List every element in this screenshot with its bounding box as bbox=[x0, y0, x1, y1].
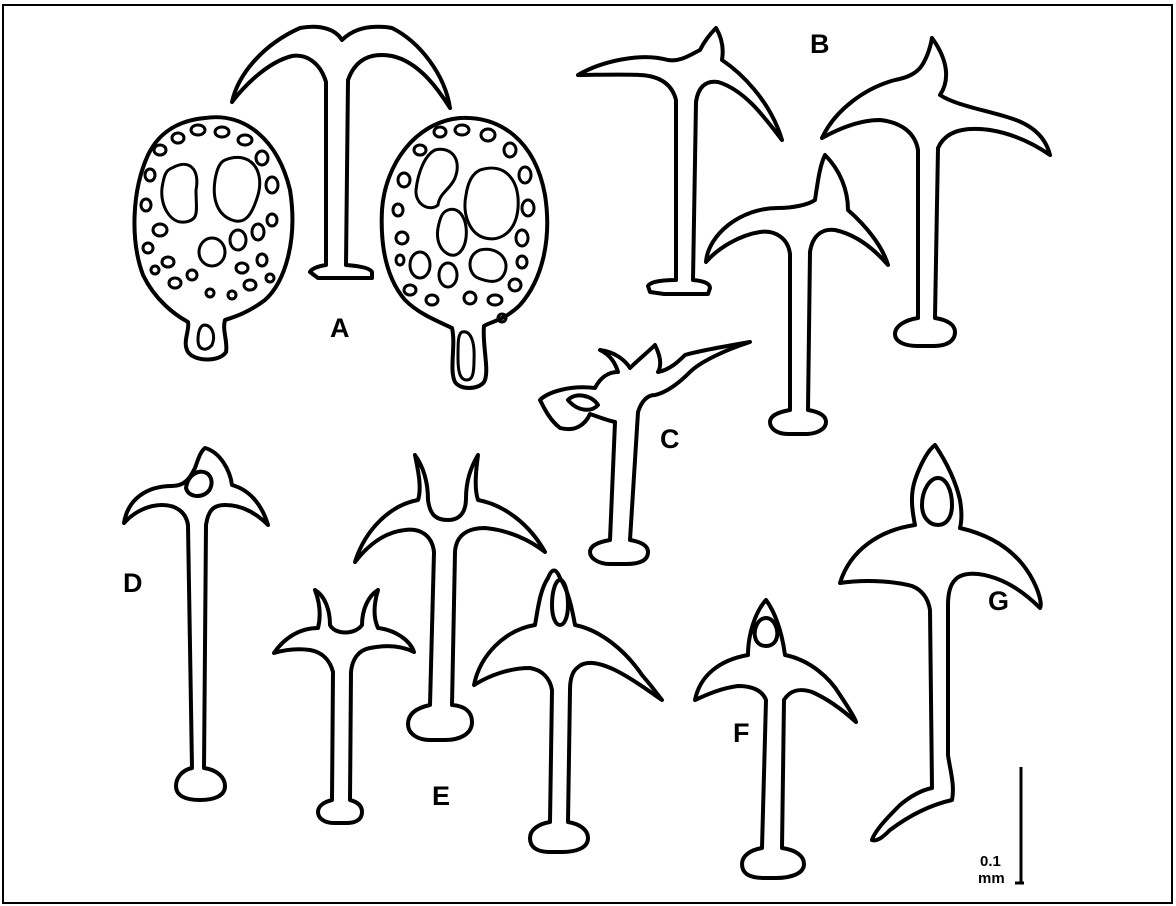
rosette-right-stalk-hole bbox=[458, 332, 474, 380]
label-f: F bbox=[733, 718, 750, 748]
rosette-right-hole bbox=[426, 295, 438, 305]
group-c: C bbox=[540, 342, 750, 564]
rosette-right-hole bbox=[414, 145, 426, 155]
rosette-left-hole bbox=[257, 254, 267, 266]
scale-bar-unit: mm bbox=[978, 870, 1005, 887]
rosette-left-hole bbox=[151, 266, 159, 274]
anchor-spicule-b1 bbox=[578, 28, 782, 294]
group-f: F bbox=[695, 600, 856, 878]
rosette-right-hole bbox=[404, 285, 416, 295]
rosette-left-hole bbox=[214, 157, 259, 221]
rosette-right-hole bbox=[481, 129, 495, 141]
label-a: A bbox=[330, 313, 350, 343]
rosette-left-hole bbox=[187, 270, 197, 280]
group-a: A bbox=[134, 27, 547, 388]
rosette-left-hole bbox=[236, 263, 248, 273]
rosette-left-hole bbox=[162, 164, 197, 222]
rosette-left-hole bbox=[206, 289, 214, 297]
rosette-right-hole bbox=[393, 204, 403, 216]
rosette-right-hole bbox=[488, 295, 502, 305]
rosette-right-hole bbox=[516, 230, 528, 246]
rosette-right-hole bbox=[439, 263, 457, 287]
anchor-spicule-f bbox=[695, 600, 856, 878]
anchor-spicule-b2 bbox=[822, 38, 1050, 346]
group-b: B bbox=[578, 28, 1050, 434]
rosette-left-hole bbox=[230, 230, 246, 250]
anchor-spicule-e3 bbox=[474, 571, 662, 853]
rosette-left-hole bbox=[153, 224, 167, 236]
rosette-left-hole bbox=[256, 151, 268, 165]
group-d: D bbox=[123, 448, 268, 800]
label-d: D bbox=[123, 568, 143, 598]
rosette-left-hole bbox=[143, 243, 153, 253]
rosette-left-hole bbox=[172, 133, 184, 143]
rosette-left-hole bbox=[238, 135, 252, 145]
rosette-right-hole bbox=[396, 232, 408, 244]
label-g: G bbox=[988, 586, 1009, 616]
rosette-right-hole bbox=[410, 252, 430, 278]
rosette-left-stalk-hole bbox=[198, 325, 214, 349]
rosette-left-hole bbox=[266, 274, 274, 282]
rosette-right-hole bbox=[416, 149, 457, 207]
rosette-right-hole bbox=[465, 168, 518, 239]
rosette-right-hole bbox=[470, 249, 506, 281]
anchor-spicule-d bbox=[124, 448, 268, 800]
anchor-spicule-e2 bbox=[355, 455, 545, 740]
rosette-left-hole bbox=[228, 291, 236, 299]
rosette-left-hole bbox=[199, 238, 225, 266]
rosette-right-hole bbox=[455, 125, 469, 135]
group-g: G bbox=[840, 445, 1041, 840]
rosette-right-hole bbox=[517, 256, 527, 268]
anchor-spicule-e1 bbox=[274, 590, 414, 823]
rosette-left-hole bbox=[145, 169, 155, 181]
rosette-right-hole bbox=[504, 143, 516, 157]
anchor-spicule-g bbox=[840, 445, 1041, 840]
rosette-left-hole bbox=[162, 257, 174, 267]
rosette-right-hole bbox=[396, 255, 404, 265]
anchor-spicule-b3 bbox=[706, 155, 888, 434]
group-e: E bbox=[274, 455, 662, 852]
label-e: E bbox=[432, 781, 450, 811]
rosette-right-hole bbox=[398, 173, 410, 187]
rosette-left-hole bbox=[266, 177, 278, 193]
rosette-left-hole bbox=[244, 280, 256, 290]
rosette-right-hole bbox=[464, 292, 476, 304]
rosette-left-hole bbox=[191, 125, 205, 135]
rosette-right-hole bbox=[519, 167, 531, 183]
anchor-spicule-c bbox=[540, 342, 750, 564]
rosette-right-hole bbox=[522, 200, 534, 216]
rosette-right bbox=[382, 118, 548, 388]
rosette-right-hole bbox=[437, 209, 466, 255]
rosette-left-hole bbox=[267, 214, 277, 226]
label-b: B bbox=[810, 29, 830, 59]
scale-bar-value: 0.1 bbox=[980, 853, 1001, 870]
scale-bar: 0.1 mm bbox=[978, 767, 1024, 887]
rosette-left-hole bbox=[215, 127, 229, 137]
figure-frame bbox=[3, 5, 1172, 903]
rosette-right-hole bbox=[434, 127, 446, 137]
rosette-left-hole bbox=[154, 145, 166, 155]
rosette-left-hole bbox=[169, 278, 181, 288]
rosette-left-hole bbox=[252, 224, 264, 240]
label-c: C bbox=[660, 424, 680, 454]
rosette-left-hole bbox=[141, 199, 151, 211]
rosette-right-hole bbox=[509, 279, 521, 291]
